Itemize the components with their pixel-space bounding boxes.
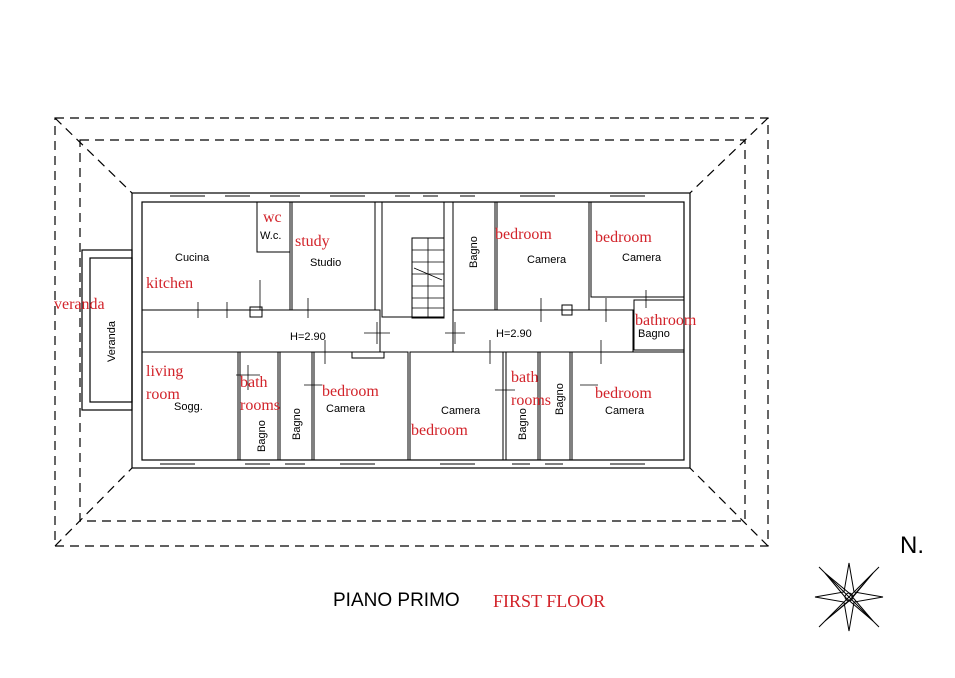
label-veranda: Veranda [106, 320, 118, 362]
annot-bath1-2: rooms [240, 397, 280, 414]
annot-living-1: living [146, 363, 183, 380]
roof-outline [54, 117, 769, 547]
annot-bedroom-top1: bedroom [495, 226, 552, 243]
annot-bath2-1: bath [511, 369, 539, 386]
label-camera-b1: Camera [326, 403, 366, 415]
label-camera-b2: Camera [441, 405, 481, 417]
annot-veranda: veranda [54, 296, 105, 313]
label-bagno-b4: Bagno [554, 383, 566, 415]
plan-title-english: FIRST FLOOR [493, 591, 605, 611]
annot-kitchen: kitchen [146, 275, 193, 292]
label-bagno-top: Bagno [468, 236, 480, 268]
label-camera-top2: Camera [622, 252, 662, 264]
annot-study: study [295, 233, 330, 250]
label-bagno-b3: Bagno [517, 408, 529, 440]
label-bagno-right: Bagno [638, 328, 670, 340]
plan-title: PIANO PRIMO [333, 590, 460, 611]
label-height-left: H=2.90 [290, 331, 326, 343]
interior-walls [141, 201, 685, 461]
annot-bedroom-b3: bedroom [595, 385, 652, 402]
label-camera-b3: Camera [605, 405, 645, 417]
compass-rose-icon [814, 562, 884, 632]
label-bagno-b2: Bagno [291, 408, 303, 440]
annot-bedroom-top2: bedroom [595, 229, 652, 246]
label-camera-top1: Camera [527, 254, 567, 266]
annot-bath1-1: bath [240, 374, 268, 391]
room-labels-italian: Cucina W.c. Studio Bagno Camera Camera B… [106, 230, 670, 452]
annot-bathroom-right: bathroom [635, 312, 697, 329]
annot-bedroom-b1: bedroom [322, 383, 379, 400]
label-cucina: Cucina [175, 252, 210, 264]
label-sogg: Sogg. [174, 401, 203, 413]
room-labels-english: wc study kitchen veranda bedroom bedroom… [54, 209, 697, 439]
label-wc: W.c. [260, 230, 281, 242]
veranda-block [81, 249, 133, 411]
label-bagno-b1: Bagno [256, 420, 268, 452]
annot-bedroom-b2: bedroom [411, 422, 468, 439]
annot-wc: wc [263, 209, 282, 226]
label-height-right: H=2.90 [496, 328, 532, 340]
annot-living-2: room [146, 386, 180, 403]
label-studio: Studio [310, 257, 341, 269]
annot-bath2-2: rooms [511, 392, 551, 409]
north-label: N. [900, 532, 924, 559]
